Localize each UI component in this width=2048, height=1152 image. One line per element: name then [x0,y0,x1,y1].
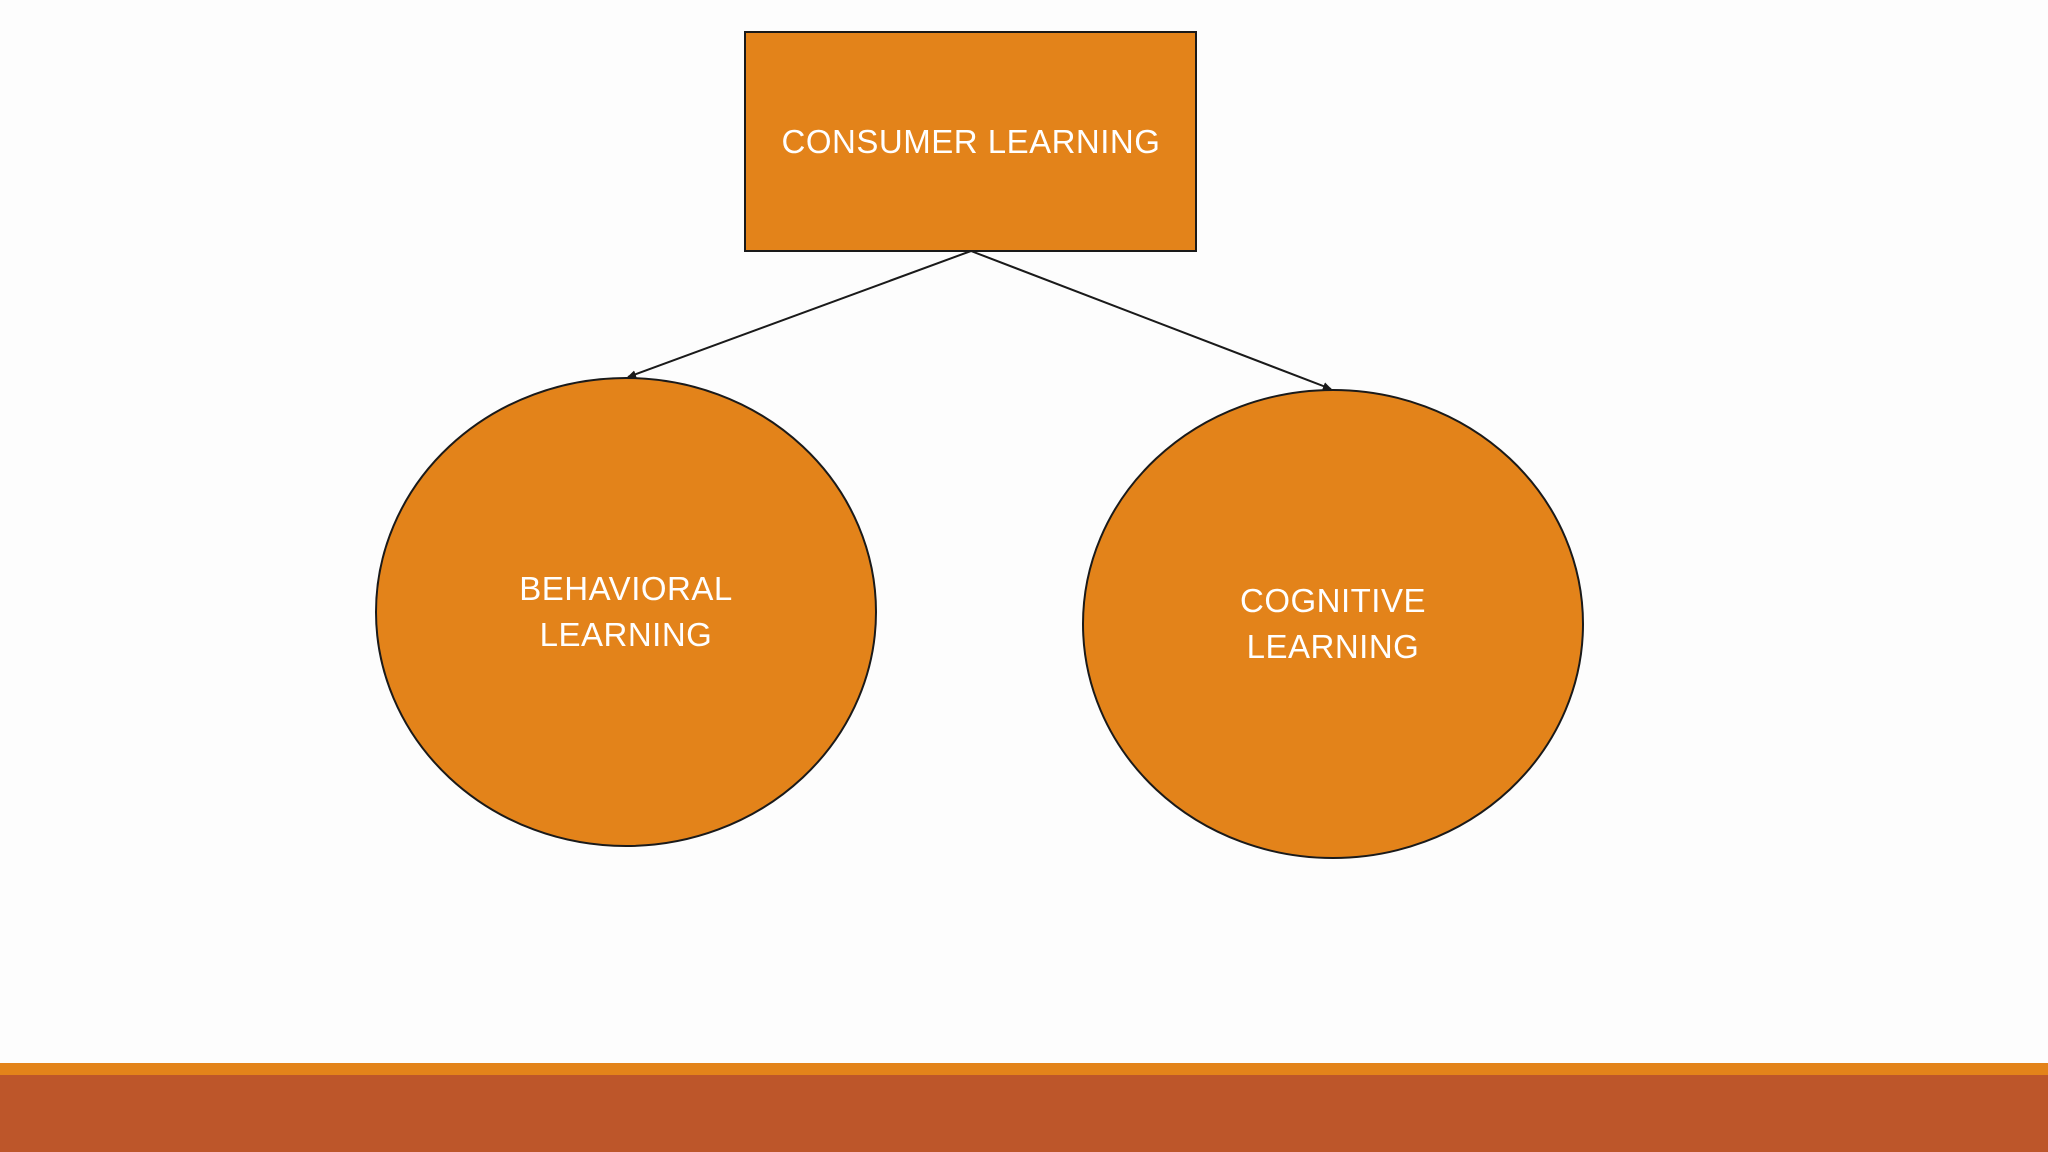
consumer-learning-box [744,31,1197,252]
behavioral-learning-label: BEHAVIORAL LEARNING [519,566,732,658]
footer-band [0,1075,2048,1152]
behavioral-learning-label-line-1: BEHAVIORAL [519,570,733,607]
connector-to-behavioral-learning [627,250,972,378]
consumer-learning-label: CONSUMER LEARNING [781,123,1161,160]
behavioral-learning-label-line-2: LEARNING [539,616,713,653]
cognitive-learning-label-line-1: COGNITIVE [1239,582,1427,619]
behavioral-learning-circle [375,377,877,847]
footer-accent-stripe [0,1063,2048,1075]
cognitive-learning-label: COGNITIVE LEARNING [1240,578,1426,670]
connector-to-cognitive-learning [970,250,1332,390]
cognitive-learning-circle [1082,389,1584,859]
cognitive-learning-label-line-2: LEARNING [1246,628,1420,665]
